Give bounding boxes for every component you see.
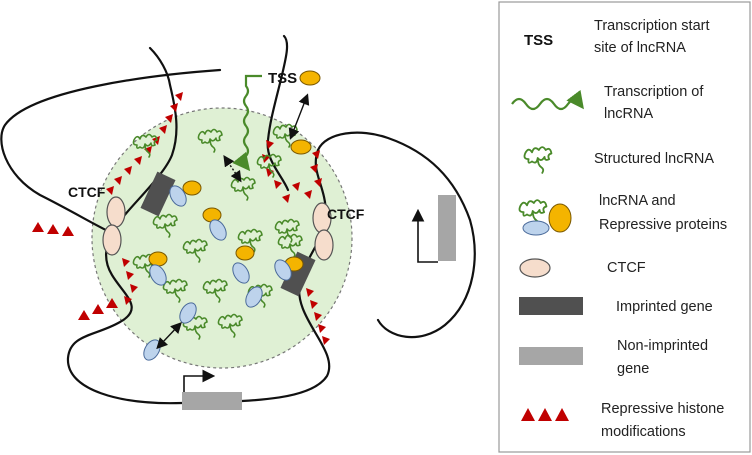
legend-label-transcription-line2: lncRNA (604, 106, 653, 122)
tss-label: TSS (268, 70, 297, 87)
legend-label-transcription-line1: Transcription of (604, 84, 704, 100)
ctcf-label-right: CTCF (327, 206, 365, 222)
ctcf-icon (519, 258, 551, 278)
legend-label-histone-line1: Repressive histone (601, 401, 724, 417)
non-imprinted-gene-icon (519, 347, 583, 365)
legend-label-imprinted-gene: Imprinted gene (616, 299, 713, 315)
rna-protein-complex-icon (518, 199, 572, 236)
legend-label-complex-line1: lncRNA and (599, 193, 676, 209)
legend-tss-symbol: TSS (524, 32, 553, 49)
legend-label-histone-line2: modifications (601, 424, 686, 440)
ctcf-label-left: CTCF (68, 184, 106, 200)
ctcf-proteins (102, 196, 334, 261)
histone-marks-icon (521, 408, 569, 421)
legend-label-structured-lncrna: Structured lncRNA (594, 151, 714, 167)
non-imprinted-genes (182, 195, 456, 410)
imprinted-gene-icon (519, 297, 583, 315)
legend: TSS Transcription start site of lncRNA T… (498, 1, 751, 453)
tss-transcript (232, 74, 262, 172)
legend-label-complex-line2: Repressive proteins (599, 217, 727, 233)
legend-label-tss-line2: site of lncRNA (594, 40, 686, 56)
imprinted-genes (140, 171, 316, 297)
repressive-proteins (148, 70, 321, 272)
interaction-arrows (156, 93, 310, 350)
blue-proteins (143, 185, 292, 361)
legend-label-ctcf: CTCF (607, 260, 646, 276)
legend-label-tss-line1: Transcription start (594, 18, 710, 34)
histone-marks (32, 92, 330, 345)
wavy-arrow-icon (511, 89, 584, 111)
legend-label-non-imprinted-line1: Non-imprinted (617, 338, 708, 354)
legend-label-non-imprinted-line2: gene (617, 361, 649, 377)
